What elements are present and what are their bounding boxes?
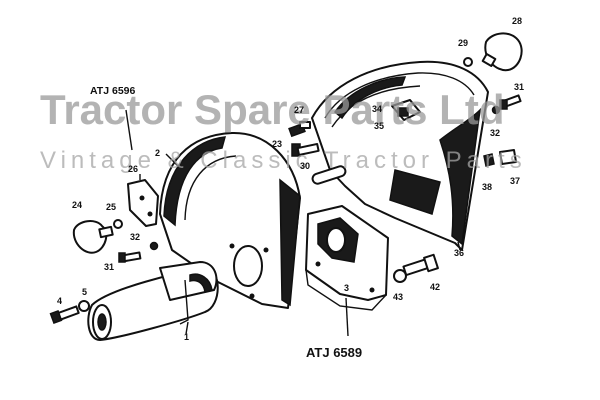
bracket-34 [391, 99, 421, 121]
label-3: 3 [344, 283, 349, 293]
washer-25 [113, 219, 123, 229]
housing-1 [87, 261, 219, 341]
label-26: 26 [128, 164, 138, 174]
label-30: 30 [300, 161, 310, 171]
washer-43 [393, 269, 407, 283]
bolt-42 [402, 253, 439, 277]
nut-32-left [149, 241, 159, 251]
label-4: 4 [57, 296, 62, 306]
label-38: 38 [482, 182, 492, 192]
label-25: 25 [106, 202, 116, 212]
nut-38 [483, 153, 495, 167]
label-35: 35 [374, 121, 384, 131]
label-24: 24 [72, 200, 82, 210]
screw-23 [291, 142, 320, 157]
watermark-subtitle: Vintage & Classic Tractor Parts [40, 147, 527, 174]
cap-37 [499, 149, 517, 165]
bolt-31-left [118, 251, 142, 263]
label-34: 34 [372, 104, 382, 114]
reference-bottom: ATJ 6589 [306, 345, 362, 360]
label-32-right: 32 [490, 128, 500, 138]
knob-24 [72, 220, 114, 254]
watermark-title: Tractor Spare Parts Ltd [40, 86, 504, 133]
leader-lines [125, 109, 461, 337]
nut-32-right [491, 105, 501, 115]
bolt-4 [49, 305, 80, 325]
label-37: 37 [510, 176, 520, 186]
label-31-right: 31 [514, 82, 524, 92]
label-28: 28 [512, 16, 522, 26]
bracket-26 [127, 179, 159, 227]
label-36: 36 [454, 248, 464, 258]
screw-27 [288, 121, 311, 138]
label-1: 1 [184, 332, 189, 342]
label-23: 23 [272, 139, 282, 149]
pin-30 [311, 165, 347, 185]
label-42: 42 [430, 282, 440, 292]
label-32-left: 32 [130, 232, 140, 242]
label-29: 29 [458, 38, 468, 48]
washer-5 [78, 300, 90, 312]
washer-29 [463, 57, 473, 67]
knob-28 [481, 32, 523, 72]
label-43: 43 [393, 292, 403, 302]
label-2: 2 [155, 148, 160, 158]
label-5: 5 [82, 287, 87, 297]
label-31-left: 31 [104, 262, 114, 272]
bolt-31-right [499, 94, 522, 110]
label-27: 27 [294, 105, 304, 115]
reference-top: ATJ 6596 [90, 85, 135, 97]
mounting-plate-3 [305, 205, 389, 311]
